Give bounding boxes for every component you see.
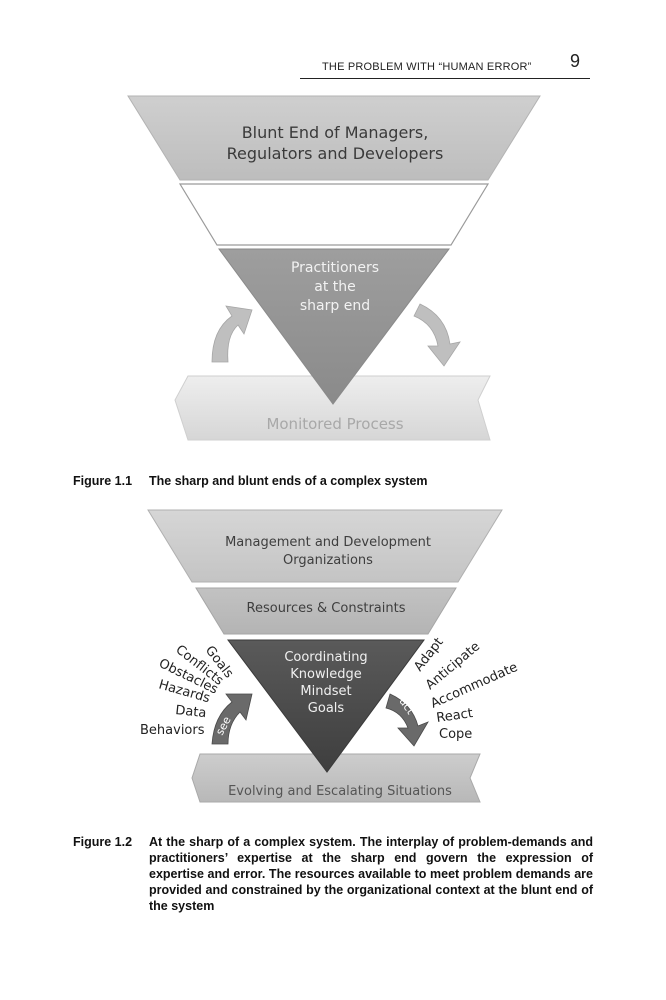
figure-1-1-diagram: Monitored Process Blunt End of Managers,… xyxy=(127,95,541,441)
sharp-end-triangle xyxy=(218,248,450,405)
figure-1-2-text: At the sharp of a complex system. The in… xyxy=(149,835,593,913)
blunt-end-band xyxy=(127,95,541,181)
monitored-process-slab xyxy=(174,375,491,441)
resources-band xyxy=(195,587,457,635)
page-header: THE PROBLEM WITH “HUMAN ERROR” 9 xyxy=(300,50,590,79)
monitored-process-label: Monitored Process xyxy=(266,415,403,433)
left-curved-arrow xyxy=(211,305,253,363)
resources-label: Resources & Constraints xyxy=(247,601,406,616)
running-head: THE PROBLEM WITH “HUMAN ERROR” xyxy=(322,61,532,73)
middle-band xyxy=(178,183,490,246)
see-arrow xyxy=(211,693,253,745)
figure-1-2-diagram: Evolving and Escalating Situations Manag… xyxy=(140,509,520,803)
management-line2: Organizations xyxy=(283,553,373,568)
sharp-end-line2: at the xyxy=(314,279,356,295)
figure-1-1-text: The sharp and blunt ends of a complex sy… xyxy=(149,474,428,488)
blunt-end-line1: Blunt End of Managers, xyxy=(242,123,429,142)
situations-label: Evolving and Escalating Situations xyxy=(228,784,452,799)
core-word-4: Goals xyxy=(308,701,345,716)
management-line1: Management and Development xyxy=(225,535,431,550)
core-word-2: Knowledge xyxy=(290,667,361,682)
left-word-data: Data xyxy=(175,703,207,721)
sharp-end-line1: Practitioners xyxy=(291,260,379,276)
figure-1-2-caption: Figure 1.2 At the sharp of a complex sys… xyxy=(73,834,593,934)
left-word-behaviors: Behaviors xyxy=(140,723,205,738)
figure-1-1-number: Figure 1.1 xyxy=(73,474,133,488)
sharp-end-line3: sharp end xyxy=(300,298,370,314)
situations-slab xyxy=(191,753,481,803)
page-number: 9 xyxy=(570,51,581,71)
right-word-cope: Cope xyxy=(439,727,472,742)
core-word-1: Coordinating xyxy=(284,650,367,665)
right-word-react: React xyxy=(435,706,473,726)
right-curved-arrow xyxy=(413,303,461,367)
figure-1-1-caption: Figure 1.1 The sharp and blunt ends of a… xyxy=(73,473,593,491)
management-band xyxy=(147,509,503,583)
act-arrow xyxy=(385,693,429,747)
core-triangle xyxy=(227,639,425,773)
figure-1-2-number: Figure 1.2 xyxy=(73,835,133,849)
core-word-3: Mindset xyxy=(300,684,351,699)
blunt-end-line2: Regulators and Developers xyxy=(227,144,444,163)
